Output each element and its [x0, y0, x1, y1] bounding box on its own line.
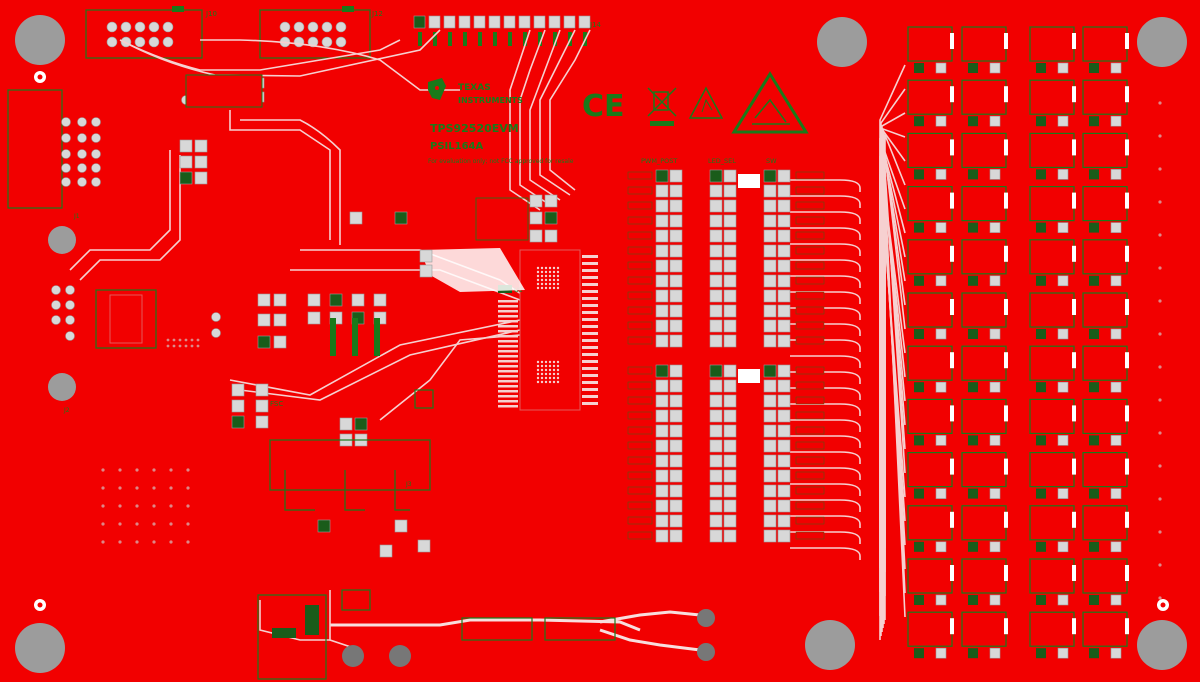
pcb-traces [69, 29, 701, 652]
power-jack [257, 589, 715, 680]
label-sw: SW [766, 157, 777, 165]
j3-power-block: J3 FSC [269, 400, 431, 511]
label-j2: J2 [63, 407, 70, 414]
label-j1: J1 [73, 213, 80, 220]
left-cluster [95, 74, 263, 349]
label-j12: J12 [371, 10, 383, 18]
label-led-sel: LED_SEL [708, 157, 736, 165]
small-components [51, 77, 558, 558]
usb-connector-outline [7, 89, 63, 209]
label-fsc: FSC [270, 400, 283, 408]
logo-line2: INSTRUMENTS [458, 96, 523, 105]
header-j14 [413, 15, 591, 46]
label-pwm-post: PWM_POST [641, 157, 677, 165]
ce-mark-icon: CE [582, 89, 625, 124]
via-arrays [101, 338, 200, 544]
board-revision: PSIL164A [430, 141, 483, 152]
mounting-holes [15, 15, 1187, 673]
edge-vias [1158, 101, 1162, 600]
hot-surface-warning-icon [731, 71, 809, 134]
weee-bin-icon [647, 87, 677, 126]
esd-warning-icon [688, 86, 724, 119]
label-j10: J10 [205, 10, 217, 18]
label-j3: J3 [405, 481, 412, 488]
u1-ic: U1 [498, 249, 598, 411]
board-disclaimer: For evaluation only; not FCC approved fo… [428, 158, 574, 165]
right-bus-traces [790, 64, 906, 640]
led-footprint-grid [907, 26, 1129, 659]
board-name: TPS92520EVM [430, 122, 519, 135]
ti-logo-icon [428, 78, 446, 100]
label-j14: J14 [589, 21, 602, 29]
header-columns [627, 169, 825, 543]
header-j10 [85, 6, 203, 59]
logo-line1: TEXAS [458, 83, 491, 93]
